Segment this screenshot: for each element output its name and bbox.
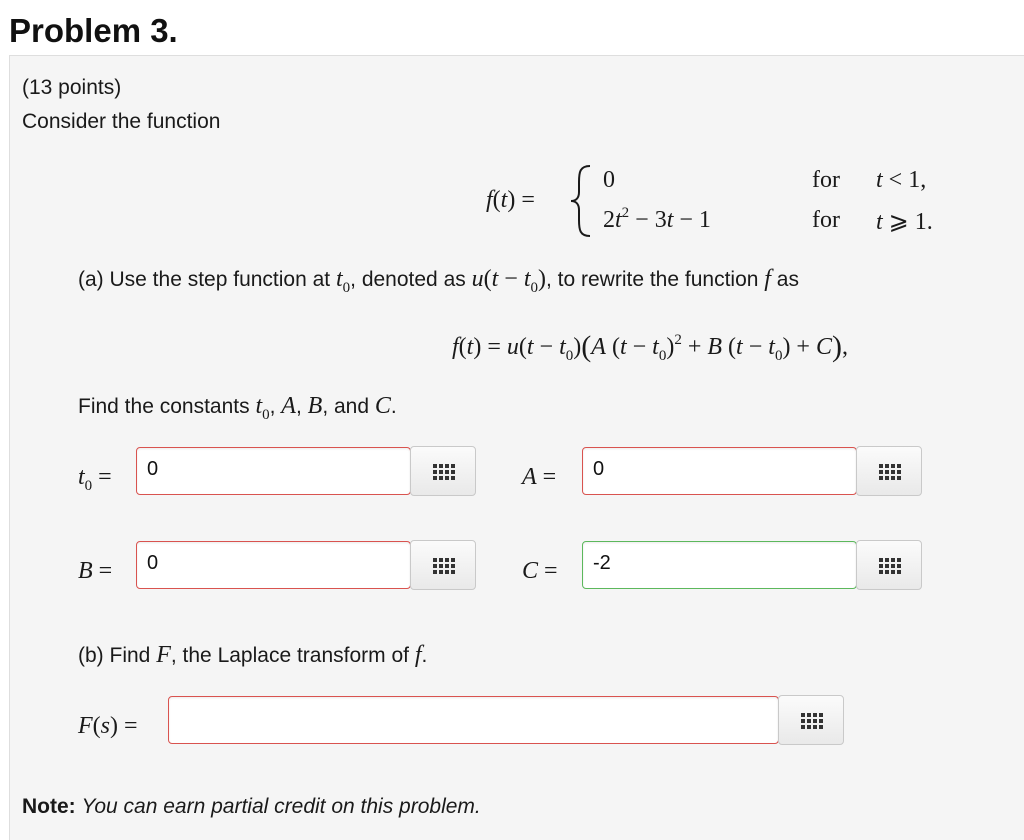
left-brace (570, 165, 591, 237)
case2-for: for (812, 207, 840, 233)
fs-palette-button[interactable] (778, 695, 844, 745)
a-label: A = (522, 464, 557, 490)
case2-expr: 2t2 − 3t − 1 (603, 205, 711, 233)
a-palette-button[interactable] (856, 446, 922, 496)
equation-palette-icon (879, 464, 901, 480)
points-text: (13 points) (22, 76, 122, 99)
part-a-text: (a) Use the step function at t0, denoted… (78, 266, 799, 296)
note: Note: You can earn partial credit on thi… (22, 795, 481, 819)
b-palette-button[interactable] (410, 540, 476, 590)
t0-label: t0 = (78, 464, 112, 494)
b-input[interactable]: 0 (136, 541, 411, 589)
case1-cond: t < 1, (876, 167, 927, 193)
note-label: Note: (22, 795, 76, 818)
piecewise-lhs: f(t) = (486, 187, 535, 213)
a-input[interactable]: 0 (582, 447, 857, 495)
equation-palette-icon (801, 713, 823, 729)
t0-palette-button[interactable] (410, 446, 476, 496)
case1-expr: 0 (603, 167, 615, 193)
c-input[interactable]: -2 (582, 541, 857, 589)
case2-cond: t ⩾ 1. (876, 209, 933, 235)
part-b-text: (b) Find F, the Laplace transform of f. (78, 642, 428, 668)
b-label: B = (78, 558, 113, 584)
c-palette-button[interactable] (856, 540, 922, 590)
equation-palette-icon (879, 558, 901, 574)
problem-title: Problem 3. (9, 12, 178, 49)
c-label: C = (522, 558, 558, 584)
equation-palette-icon (433, 464, 455, 480)
case1-for: for (812, 167, 840, 193)
fs-label: F(s) = (78, 713, 138, 739)
note-text: You can earn partial credit on this prob… (81, 795, 481, 818)
fs-input[interactable] (168, 696, 779, 744)
intro-text: Consider the function (22, 110, 221, 133)
step-formula: f(t) = u(t − t0)(A (t − t0)2 + B (t − t0… (452, 330, 848, 364)
t0-input[interactable]: 0 (136, 447, 411, 495)
equation-palette-icon (433, 558, 455, 574)
find-constants-text: Find the constants t0, A, B, and C. (78, 393, 397, 423)
